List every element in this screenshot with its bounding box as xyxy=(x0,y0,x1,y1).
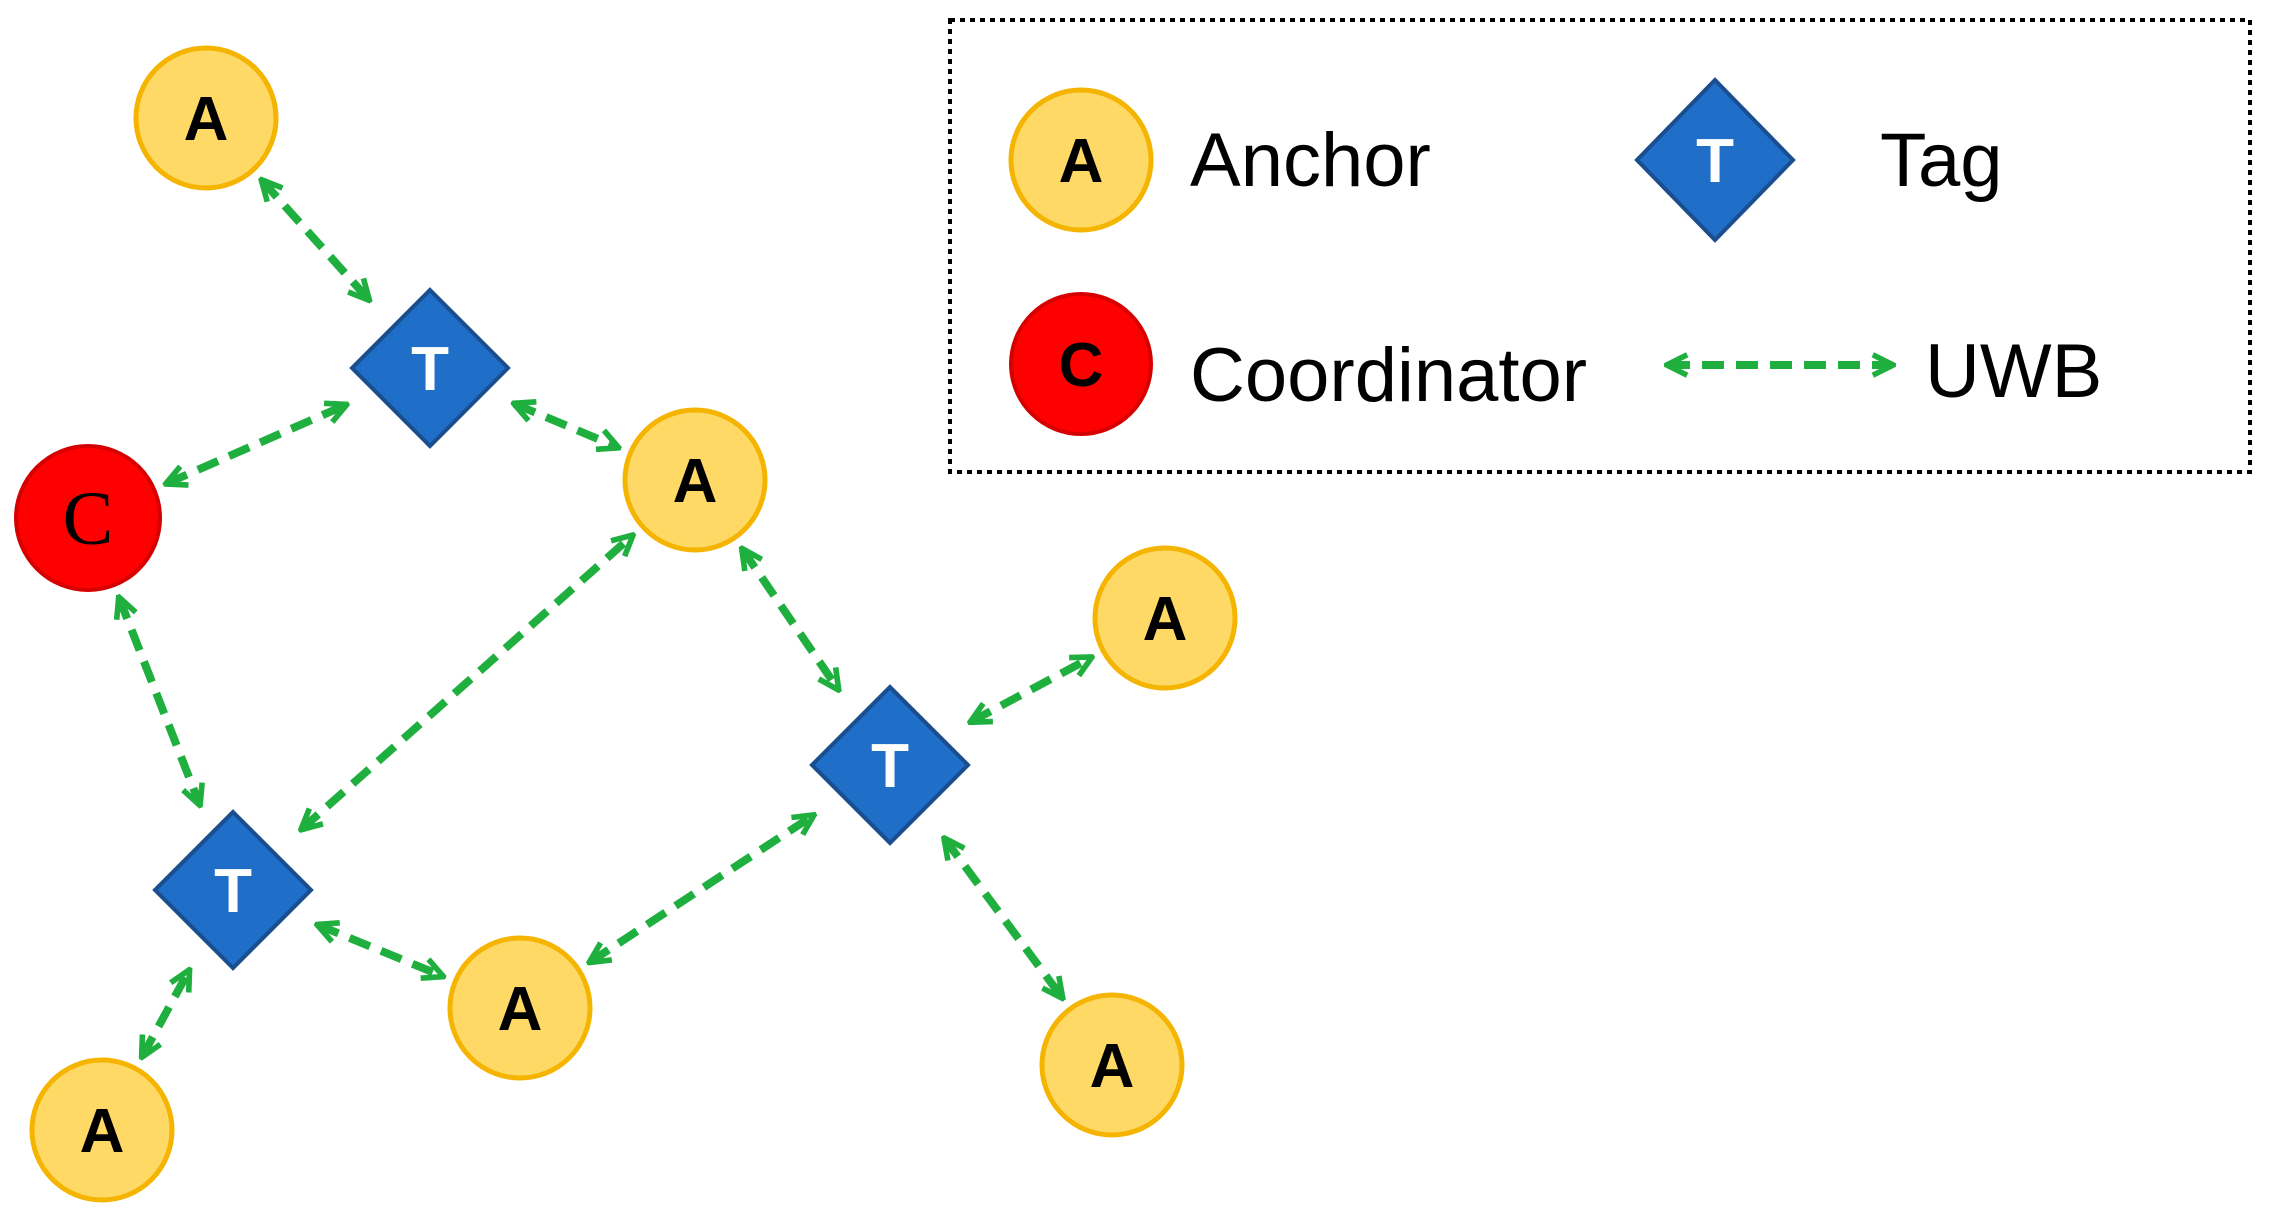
legend-anchor-symbol: A xyxy=(1059,127,1104,196)
anchor-label: A xyxy=(1090,1032,1135,1101)
coordinator-node-c1: C xyxy=(14,444,162,592)
anchor-label: A xyxy=(184,85,229,154)
anchor-node-a1: A xyxy=(133,45,279,191)
coordinator-icon xyxy=(14,444,162,592)
legend-item-tag: T Tag xyxy=(1634,77,2003,243)
uwb-link-t3-a2 xyxy=(302,536,632,829)
legend-item-anchor: A Anchor xyxy=(1008,87,1431,233)
tag-icon xyxy=(349,287,511,449)
uwb-link-t3-a5 xyxy=(318,925,442,976)
uwb-link-c1-t1 xyxy=(167,405,346,484)
tag-node-t2: T xyxy=(809,684,971,846)
nodes-layer: A T C A A T T A A A xyxy=(14,45,1238,1203)
tag-label: T xyxy=(214,857,252,926)
anchor-label: A xyxy=(673,447,718,516)
tag-node-t3: T xyxy=(152,809,314,971)
anchor-icon xyxy=(29,1057,175,1203)
uwb-link-a1-t1 xyxy=(262,181,369,300)
uwb-link-t2-a6 xyxy=(945,839,1062,998)
legend-tag-symbol: T xyxy=(1696,127,1734,196)
anchor-icon xyxy=(1092,545,1238,691)
legend-item-uwb: UWB xyxy=(1668,329,2102,414)
legend-tag-icon xyxy=(1634,77,1796,243)
anchor-icon xyxy=(622,407,768,553)
legend-tag-label: Tag xyxy=(1880,118,2003,203)
legend-coordinator-label: Coordinator xyxy=(1190,333,1587,418)
tag-icon xyxy=(152,809,314,971)
anchor-label: A xyxy=(80,1097,125,1166)
anchor-node-a6: A xyxy=(1039,992,1185,1138)
anchor-label: A xyxy=(1143,585,1188,654)
anchor-icon xyxy=(133,45,279,191)
legend-uwb-label: UWB xyxy=(1925,329,2102,414)
legend-border xyxy=(948,18,2252,474)
anchor-node-a2: A xyxy=(622,407,768,553)
legend-item-coordinator: C Coordinator xyxy=(1009,292,1587,436)
legend-anchor-label: Anchor xyxy=(1190,118,1431,203)
tag-label: T xyxy=(871,732,909,801)
tag-icon xyxy=(809,684,971,846)
anchor-label: A xyxy=(498,975,543,1044)
anchor-icon xyxy=(447,935,593,1081)
legend-coordinator-icon xyxy=(1009,292,1153,436)
anchor-node-a5: A xyxy=(447,935,593,1081)
uwb-link-a2-t2 xyxy=(742,549,838,689)
coordinator-label: C xyxy=(63,477,114,561)
tag-label: T xyxy=(411,335,449,404)
anchor-node-a3: A xyxy=(1092,545,1238,691)
anchor-node-a4: A xyxy=(29,1057,175,1203)
uwb-link-t1-a2 xyxy=(515,404,618,447)
links-layer xyxy=(119,181,1091,1057)
uwb-link-t2-a3 xyxy=(971,658,1091,722)
tag-node-t1: T xyxy=(349,287,511,449)
legend-anchor-icon xyxy=(1008,87,1154,233)
uwb-link-a4-t3 xyxy=(142,971,189,1057)
uwb-link-c1-t3 xyxy=(119,598,199,804)
anchor-icon xyxy=(1039,992,1185,1138)
legend-coordinator-symbol: C xyxy=(1059,331,1104,400)
legend: A Anchor T Tag C Coordinator UWB xyxy=(948,18,2252,474)
uwb-link-a5-t2 xyxy=(590,816,813,962)
